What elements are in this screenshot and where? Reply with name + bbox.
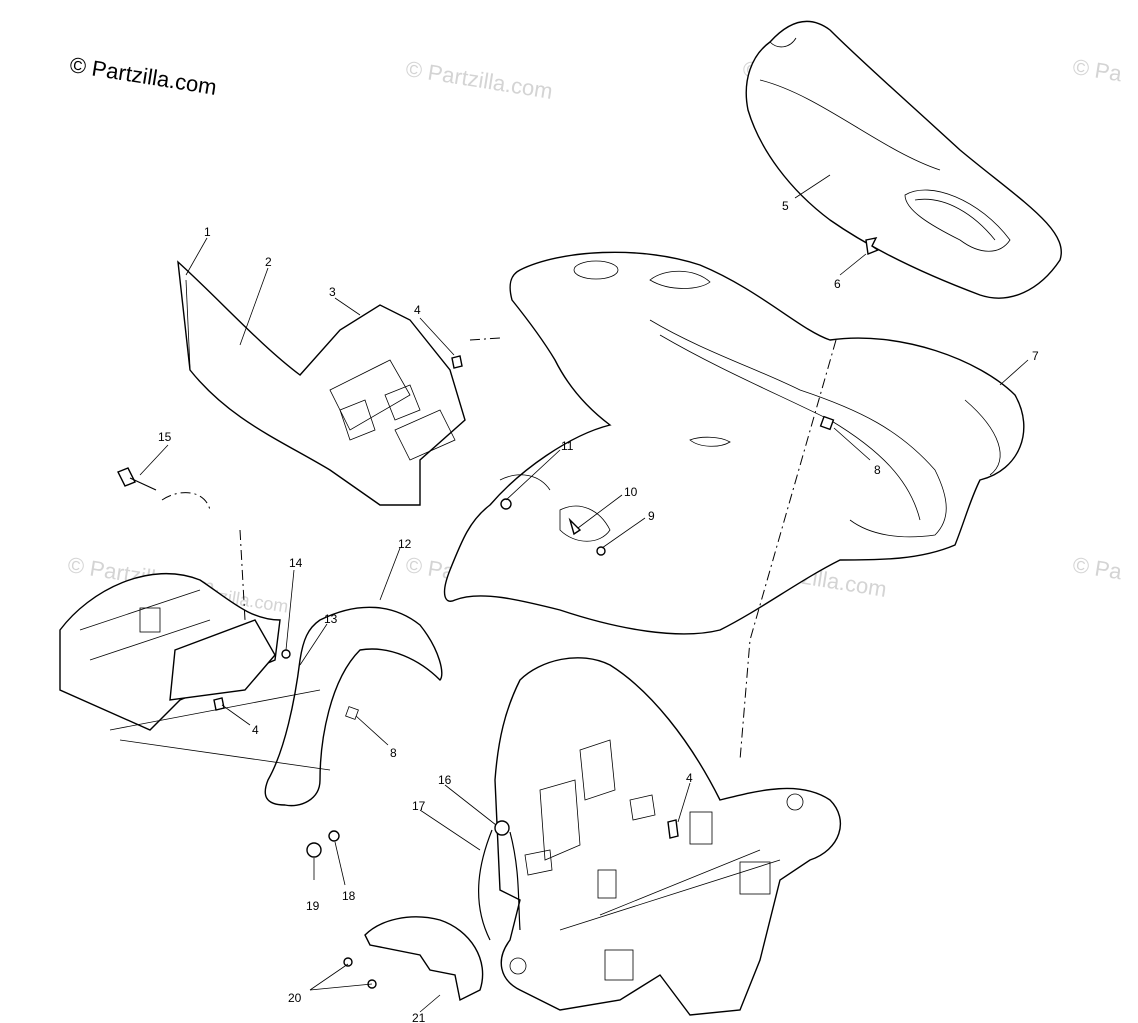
callout-2: 2 [265, 255, 272, 269]
assembly-line [161, 492, 211, 511]
callout-3: 3 [329, 285, 336, 299]
callout-4b: 4 [252, 723, 259, 737]
clip-10 [568, 517, 582, 536]
callout-10: 10 [624, 485, 638, 499]
nut-19 [306, 842, 322, 858]
callout-4c: 4 [686, 771, 693, 785]
grommet-16 [494, 820, 510, 836]
rear-cover-part [745, 20, 1062, 299]
callout-19: 19 [306, 899, 320, 913]
callout-9: 9 [648, 509, 655, 523]
callout-8b: 8 [390, 746, 397, 760]
bolt-15 [117, 467, 157, 491]
screw-4 [667, 819, 679, 839]
callout-6: 6 [834, 277, 841, 291]
footwell-part [59, 572, 281, 731]
clip-nut-8 [819, 415, 835, 431]
callout-15: 15 [158, 430, 172, 444]
washer-14 [281, 649, 291, 659]
callout-16: 16 [438, 773, 452, 787]
washer-18 [328, 830, 340, 842]
rivet-20 [343, 957, 353, 967]
callout-14: 14 [289, 556, 303, 570]
callout-4: 4 [414, 303, 421, 317]
callout-5: 5 [782, 199, 789, 213]
clip-part [865, 237, 880, 255]
callout-12: 12 [398, 537, 412, 551]
guard-plate-part [364, 916, 484, 1002]
callout-21: 21 [412, 1011, 426, 1023]
assembly-line [739, 339, 837, 761]
callout-11: 11 [561, 439, 574, 453]
assembly-line [239, 529, 246, 621]
mud-guard-part [169, 619, 276, 701]
nut-9 [596, 546, 606, 556]
front-fender-part [443, 251, 1025, 635]
cable-17 [509, 831, 521, 931]
leader-lines [109, 174, 1029, 1013]
fender-flare-part [264, 606, 443, 807]
callout-13: 13 [324, 612, 338, 626]
frame-part [494, 657, 841, 1016]
callout-labels: 1 2 3 4 5 6 7 8 9 10 11 12 13 14 15 4 8 … [158, 199, 1039, 1023]
cable-17 [478, 829, 493, 941]
callout-18: 18 [342, 889, 356, 903]
callout-17: 17 [412, 799, 426, 813]
callout-7: 7 [1032, 349, 1039, 363]
assembly-line [469, 337, 501, 341]
left-side-panel-part [177, 260, 466, 506]
callout-20: 20 [288, 991, 302, 1005]
screw-4 [451, 355, 463, 369]
callout-8: 8 [874, 463, 881, 477]
callout-1: 1 [204, 225, 211, 239]
grommet-11 [500, 498, 512, 510]
